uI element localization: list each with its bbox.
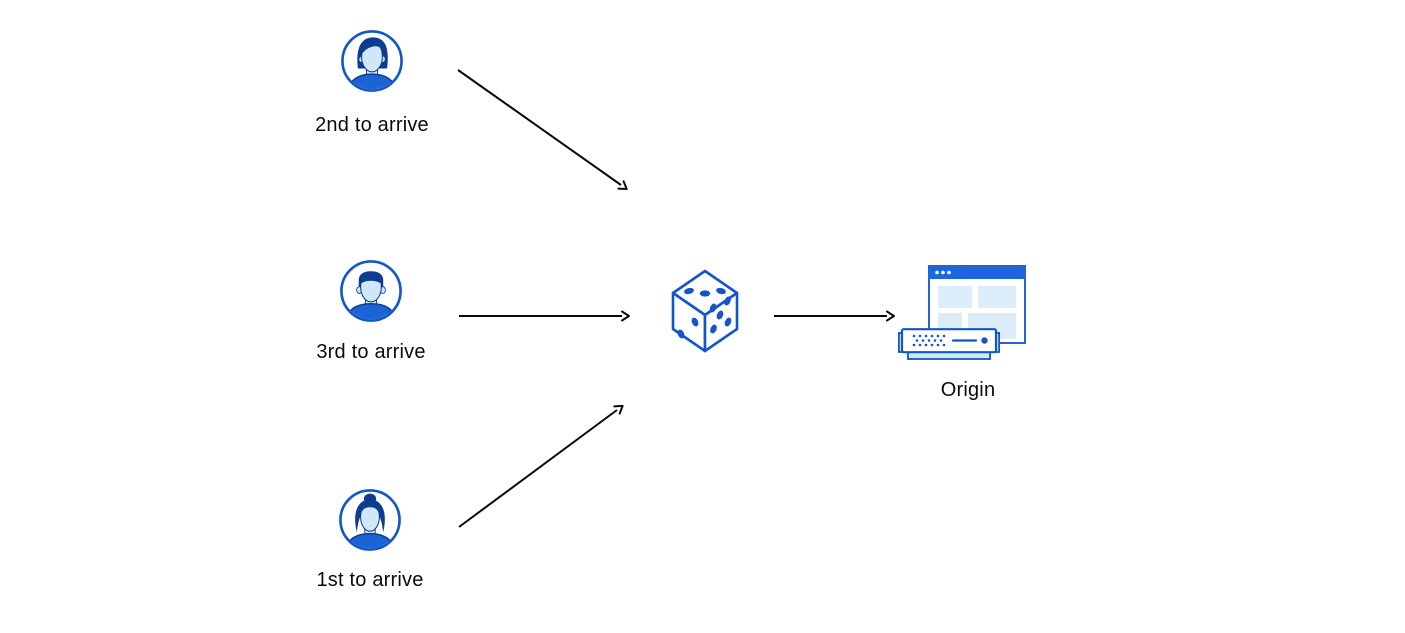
arrow-2nd-client-to-dice bbox=[457, 69, 628, 191]
origin-label: Origin bbox=[940, 379, 996, 401]
female-user-avatar-icon bbox=[339, 489, 401, 551]
male-user-avatar-icon bbox=[341, 30, 403, 92]
dice-icon bbox=[671, 269, 739, 353]
server-vent-dots bbox=[912, 334, 946, 347]
arrow-1st-client-to-dice bbox=[458, 404, 624, 528]
server-icon bbox=[898, 328, 1000, 360]
client-3rd-label: 3rd to arrive bbox=[316, 341, 426, 363]
client-1st-label: 1st to arrive bbox=[316, 569, 424, 591]
male-user-avatar-icon bbox=[340, 260, 402, 322]
server-power-led bbox=[981, 337, 988, 344]
client-2nd-label: 2nd to arrive bbox=[315, 114, 429, 136]
